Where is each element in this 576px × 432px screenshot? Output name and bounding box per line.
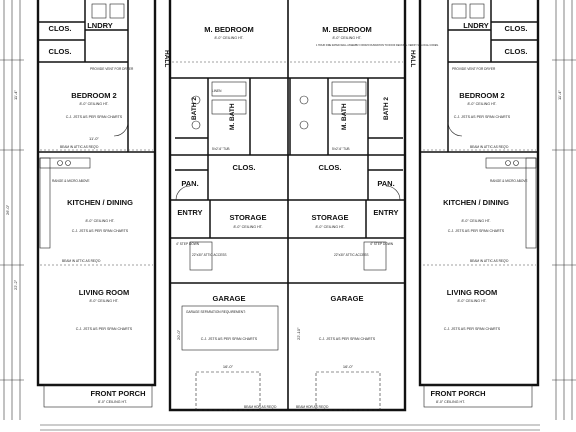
master-bath-label: M. BATH [229,103,236,130]
interior-walls [38,0,538,284]
living-room-label: LIVING ROOM [79,288,129,297]
closet-label: CLOS. [49,47,72,56]
dimension-label: 22'-2" [13,279,18,290]
closet-label: CLOS. [49,24,72,33]
ceiling-note: 8'-0" CEILING HT. [86,219,115,223]
ceiling-note: 8'-0" CEILING HT. [462,219,491,223]
garage-door-width: 16'-0" [223,364,234,369]
garage-label: GARAGE [213,294,246,303]
beam-note: BEAM HDR AS REQ'D [244,405,277,409]
hall-label: HALL [163,50,170,67]
linen-note: LINEN [212,89,222,93]
ceiling-note: 8'-0" CEILING HT. [90,299,119,303]
kitchen-dining-label: KITCHEN / DINING [443,198,509,207]
front-porch-label: FRONT PORCH [431,389,486,398]
attic-access-note: 22"x30" ATTIC ACCESS [334,253,368,257]
storage-label: STORAGE [312,213,349,222]
step-down-note: 4" STEP DOWN [370,242,394,246]
dryer-vent-note: PROVIDE VENT FOR DRYER [452,67,496,71]
joist-note: C.J. JSTS AS PER SPAN CHARTS [454,115,511,119]
storage-label: STORAGE [230,213,267,222]
closet-label: CLOS. [319,163,342,172]
center-left-unit-labels: M. BEDROOM 8'-0" CEILING HT. BATH 2 M. B… [176,25,277,409]
center-right-unit-labels: M. BEDROOM 8'-0" CEILING HT. 1 HOUR FIRE… [296,25,439,409]
ceiling-note: 8'-0" CEILING HT. [333,36,362,40]
laundry-label: LNDRY [87,21,113,30]
closet-label: CLOS. [505,47,528,56]
step-down-note: 4" STEP DOWN [176,242,200,246]
joist-note: C.J. JSTS AS PER SPAN CHARTS [72,229,129,233]
ceiling-note: 8'-0" CEILING HT. [458,299,487,303]
front-porch-label: FRONT PORCH [91,389,146,398]
beam-lines [40,61,536,266]
garage-label: GARAGE [331,294,364,303]
beam-note: BEAM IN ATTIC AS REQ'D [470,259,509,263]
beam-note: BEAM HDR AS REQ'D [296,405,329,409]
dimension-label: 11'-4" [13,90,18,100]
joist-note: C.J. JSTS AS PER SPAN CHARTS [444,327,501,331]
dimension-label: 20'-0" [176,329,181,340]
pantry-label: PAN. [181,179,198,188]
closet-label: CLOS. [505,24,528,33]
joist-note: C.J. JSTS AS PER SPAN CHARTS [201,337,258,341]
joist-note: C.J. JSTS AS PER SPAN CHARTS [319,337,376,341]
master-bedroom-label: M. BEDROOM [322,25,372,34]
entry-label: ENTRY [373,208,398,217]
living-room-label: LIVING ROOM [447,288,497,297]
tub-note: 5'x2'-6" TUB [212,147,230,151]
hall-label: HALL [409,50,416,67]
joist-note: C.J. JSTS AS PER SPAN CHARTS [66,115,123,119]
bedroom2-label: BEDROOM 2 [459,91,504,100]
dimension-label: 11'-0" [89,136,99,141]
master-bedroom-label: M. BEDROOM [204,25,254,34]
joist-note: C.J. JSTS AS PER SPAN CHARTS [448,229,505,233]
ceiling-note: 8'-0" CEILING HT. [98,400,127,404]
tub-note: 5'x2'-6" TUB [332,147,350,151]
range-note: RANGE & MICRO ABOVE [52,179,90,183]
closet-label: CLOS. [233,163,256,172]
pantry-label: PAN. [377,179,394,188]
garage-door-width: 16'-0" [343,364,354,369]
ceiling-note: 8'-0" CEILING HT. [436,400,465,404]
separation-note-title: GARAGE SEPARATION REQUIREMENT: [186,310,246,314]
beam-note: BEAM IN ATTIC AS REQ'D [62,259,101,263]
dimension-label: 26'-0" [5,204,10,215]
ceiling-note: 8'-0" CEILING HT. [234,225,263,229]
entry-label: ENTRY [177,208,202,217]
ceiling-note: 8'-0" CEILING HT. [316,225,345,229]
bath2-label: BATH 2 [383,97,390,120]
beam-note: BEAM IN ATTIC AS REQ'D [470,145,509,149]
bedroom2-label: BEDROOM 2 [71,91,116,100]
attic-access-note: 22"x30" ATTIC ACCESS [192,253,226,257]
laundry-label: LNDRY [463,21,489,30]
ceiling-note: 8'-0" CEILING HT. [80,102,109,106]
dimension-label: 11'-4" [557,90,562,100]
dryer-vent-note: PROVIDE VENT FOR DRYER [90,67,134,71]
right-unit-labels: LNDRY CLOS. CLOS. PROVIDE VENT FOR DRYER… [409,21,562,404]
master-bath-label: M. BATH [341,103,348,130]
bath2-label: BATH 2 [191,97,198,120]
kitchen-dining-label: KITCHEN / DINING [67,198,133,207]
ceiling-note: 8'-0" CEILING HT. [468,102,497,106]
dimension-label: 22'-10" [296,327,301,340]
fire-wall-note: 1 HOUR FIRE RATED WALL ASSEMBLY FROM FOU… [316,44,439,47]
range-note: RANGE & MICRO ABOVE [490,179,528,183]
left-unit-labels: LNDRY CLOS. CLOS. PROVIDE VENT FOR DRYER… [5,21,170,404]
joist-note: C.J. JSTS AS PER SPAN CHARTS [76,327,133,331]
ceiling-note: 8'-0" CEILING HT. [215,36,244,40]
fixtures [39,3,537,411]
beam-note: BEAM IN ATTIC AS REQ'D [60,145,99,149]
